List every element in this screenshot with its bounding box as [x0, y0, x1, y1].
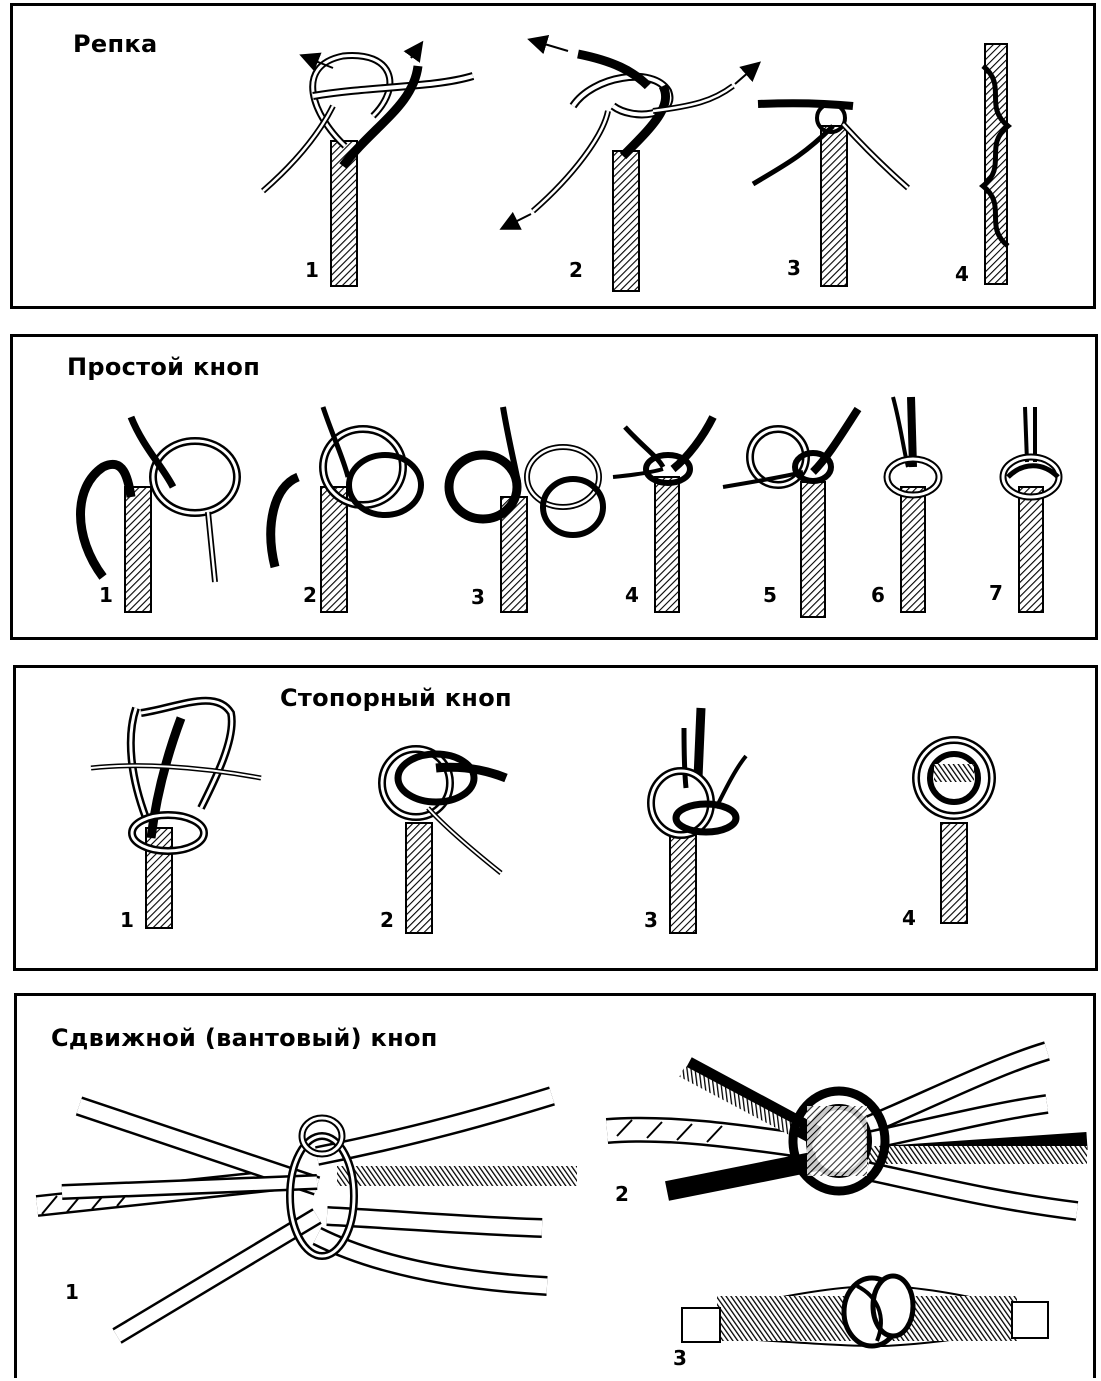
- stoporny-figure-4: [916, 740, 992, 923]
- repka-figure-1: [263, 44, 473, 286]
- figure-label-1: 1: [99, 583, 113, 607]
- panel-sdvizhnoy-knop: Сдвижной (вантовый) кноп: [14, 993, 1096, 1378]
- repka-figure-4: [983, 44, 1008, 284]
- prostoy-figure-5: [723, 409, 858, 617]
- figure-label-5: 5: [763, 583, 777, 607]
- figure-label-2: 2: [615, 1182, 629, 1206]
- sdvizhnoy-figure-2: [607, 1051, 1087, 1211]
- figure-label-3: 3: [471, 585, 485, 609]
- figure-label-1: 1: [65, 1280, 79, 1304]
- figure-label-1: 1: [305, 258, 319, 282]
- stoporny-figure-3: [651, 708, 746, 933]
- panel-repka: Репка: [10, 3, 1096, 309]
- sdvizhnoy-figure-3: [682, 1276, 1048, 1346]
- figure-label-3: 3: [787, 256, 801, 280]
- prostoy-figure-7: [1003, 407, 1059, 612]
- figure-label-1: 1: [120, 908, 134, 932]
- figure-label-2: 2: [303, 583, 317, 607]
- figure-label-3: 3: [644, 908, 658, 932]
- repka-illustrations: [13, 6, 1093, 306]
- prostoy-figure-6: [887, 397, 939, 612]
- figure-label-6: 6: [871, 583, 885, 607]
- prostoy-figure-2: [271, 407, 421, 612]
- figure-label-4: 4: [625, 583, 639, 607]
- figure-label-4: 4: [902, 906, 916, 930]
- figure-label-7: 7: [989, 581, 1003, 605]
- figure-label-3: 3: [673, 1346, 687, 1370]
- figure-label-2: 2: [380, 908, 394, 932]
- sdvizhnoy-figure-1: [37, 1096, 577, 1336]
- prostoy-knop-illustrations: [13, 337, 1093, 637]
- stoporny-figure-1: [91, 701, 261, 928]
- figure-label-4: 4: [955, 262, 969, 286]
- sdvizhnoy-knop-illustrations: [17, 996, 1097, 1381]
- stoporny-knop-illustrations: [16, 668, 1096, 968]
- repka-figure-3: [753, 103, 908, 286]
- figure-label-2: 2: [569, 258, 583, 282]
- stoporny-figure-2: [382, 749, 506, 933]
- prostoy-figure-3: [449, 407, 603, 612]
- panel-prostoy-knop: Простой кноп: [10, 334, 1098, 640]
- panel-stoporny-knop: Стопорный кноп: [13, 665, 1098, 971]
- repka-figure-2: [503, 40, 758, 291]
